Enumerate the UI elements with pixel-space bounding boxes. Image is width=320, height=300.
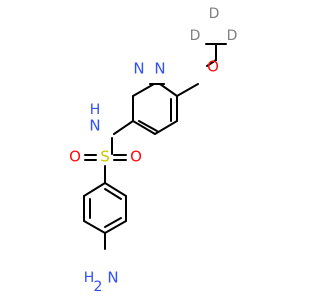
bond-c5-c6 <box>154 120 178 135</box>
bond-c-o <box>176 83 199 97</box>
atom-h: H <box>90 102 101 118</box>
bond-n1-c3 <box>132 83 155 97</box>
molecule-canvas: N N O D D D H N O S O H 2 N <box>69 6 238 295</box>
atom-s: S <box>100 148 110 166</box>
bond-b4-b5-inner <box>104 217 122 228</box>
bond-c1-n2 <box>159 83 178 97</box>
atom-o-left: O <box>69 148 81 166</box>
atom-o: O <box>207 58 219 76</box>
atom-n2: N <box>154 60 165 78</box>
methoxy-group <box>176 43 227 97</box>
benzene-ring <box>83 182 127 250</box>
sulfonamide-linkage <box>84 120 134 184</box>
bond-o-c <box>206 59 217 67</box>
atom-o-right: O <box>130 148 142 166</box>
bond-b3-b4 <box>83 220 106 234</box>
bond-b6-b1-inner <box>104 188 122 200</box>
bond-c-nh <box>113 120 134 135</box>
atom-nh2-n: N <box>107 269 118 287</box>
pyridazine-ring <box>132 83 178 135</box>
bond-c4-c5 <box>132 120 156 135</box>
atom-d-top: D <box>209 6 220 22</box>
bond-b6-b1 <box>104 182 127 197</box>
bond-b4-b5 <box>104 220 127 234</box>
bond-c4-c5-inner <box>138 120 158 132</box>
atom-h2-subscript: 2 <box>94 279 103 295</box>
bond-b1-b2 <box>83 182 106 197</box>
atom-n1: N <box>133 60 144 78</box>
atom-d-left: D <box>190 28 201 44</box>
atom-n-sulfonamide: N <box>89 117 100 135</box>
atom-labels: N N O D D D H N O S O H 2 N <box>69 6 237 295</box>
molecule-diagram: N N O D D D H N O S O H 2 N <box>69 6 237 295</box>
atom-h2-h: H <box>84 270 95 286</box>
atom-d-right: D <box>227 28 238 44</box>
